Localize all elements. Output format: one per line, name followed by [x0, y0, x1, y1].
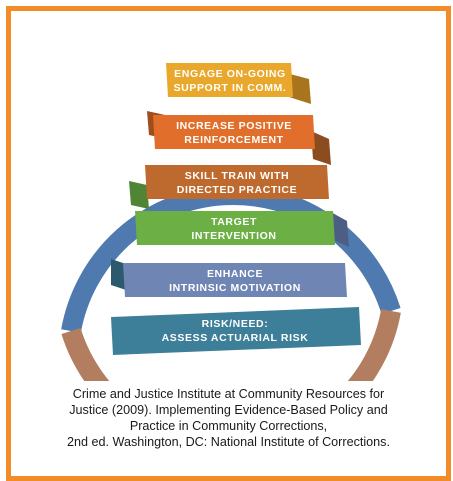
step-band-5	[123, 263, 347, 297]
step-label-3: SKILL TRAIN WITH DIRECTED PRACTICE	[177, 170, 297, 196]
svg-text:INTERVENTION: INTERVENTION	[191, 230, 276, 242]
citation-line: Practice in Community Corrections,	[129, 419, 328, 433]
step-label-4: TARGET INTERVENTION	[191, 216, 276, 242]
svg-text:DIRECTED PRACTICE: DIRECTED PRACTICE	[177, 184, 297, 196]
step-band-2	[153, 115, 315, 149]
step-band-1	[166, 63, 293, 97]
ring-left-label: MEASUREMENT FEEDBACK	[42, 91, 104, 248]
svg-text:RISK/NEED:: RISK/NEED:	[202, 318, 269, 330]
svg-text:TARGET: TARGET	[211, 216, 257, 228]
citation-line: Crime and Justice Institute at Community…	[72, 387, 385, 401]
svg-text:ENHANCE: ENHANCE	[207, 268, 263, 280]
citation-caption: Crime and Justice Institute at Community…	[21, 386, 436, 450]
step-band-6	[111, 307, 361, 355]
ring-brown-segment	[61, 309, 401, 381]
svg-text:ASSESS ACTUARIAL RISK: ASSESS ACTUARIAL RISK	[162, 332, 309, 344]
figure-frame: MEASUREMENT FEEDBACK MEASURE RELEVANT PR…	[6, 6, 451, 481]
svg-text:INTRINSIC MOTIVATION: INTRINSIC MOTIVATION	[169, 282, 301, 294]
svg-text:SKILL TRAIN WITH: SKILL TRAIN WITH	[185, 170, 289, 182]
step-label-5: ENHANCE INTRINSIC MOTIVATION	[169, 268, 301, 294]
step-label-2: INCREASE POSITIVE REINFORCEMENT	[176, 120, 292, 146]
svg-text:INCREASE POSITIVE: INCREASE POSITIVE	[176, 120, 292, 132]
step-band-3	[145, 165, 329, 199]
step-band-4	[135, 211, 335, 245]
step-label-1: ENGAGE ON-GOING SUPPORT IN COMM.	[174, 68, 287, 94]
evidence-based-practice-diagram: MEASUREMENT FEEDBACK MEASURE RELEVANT PR…	[42, 63, 425, 381]
svg-text:SUPPORT IN COMM.: SUPPORT IN COMM.	[174, 82, 287, 94]
citation-line: 2nd ed. Washington, DC: National Institu…	[67, 435, 390, 449]
step-label-6: RISK/NEED: ASSESS ACTUARIAL RISK	[162, 318, 309, 344]
svg-text:REINFORCEMENT: REINFORCEMENT	[184, 134, 283, 146]
citation-line: Justice (2009). Implementing Evidence-Ba…	[69, 403, 388, 417]
svg-text:ENGAGE ON-GOING: ENGAGE ON-GOING	[174, 68, 286, 80]
